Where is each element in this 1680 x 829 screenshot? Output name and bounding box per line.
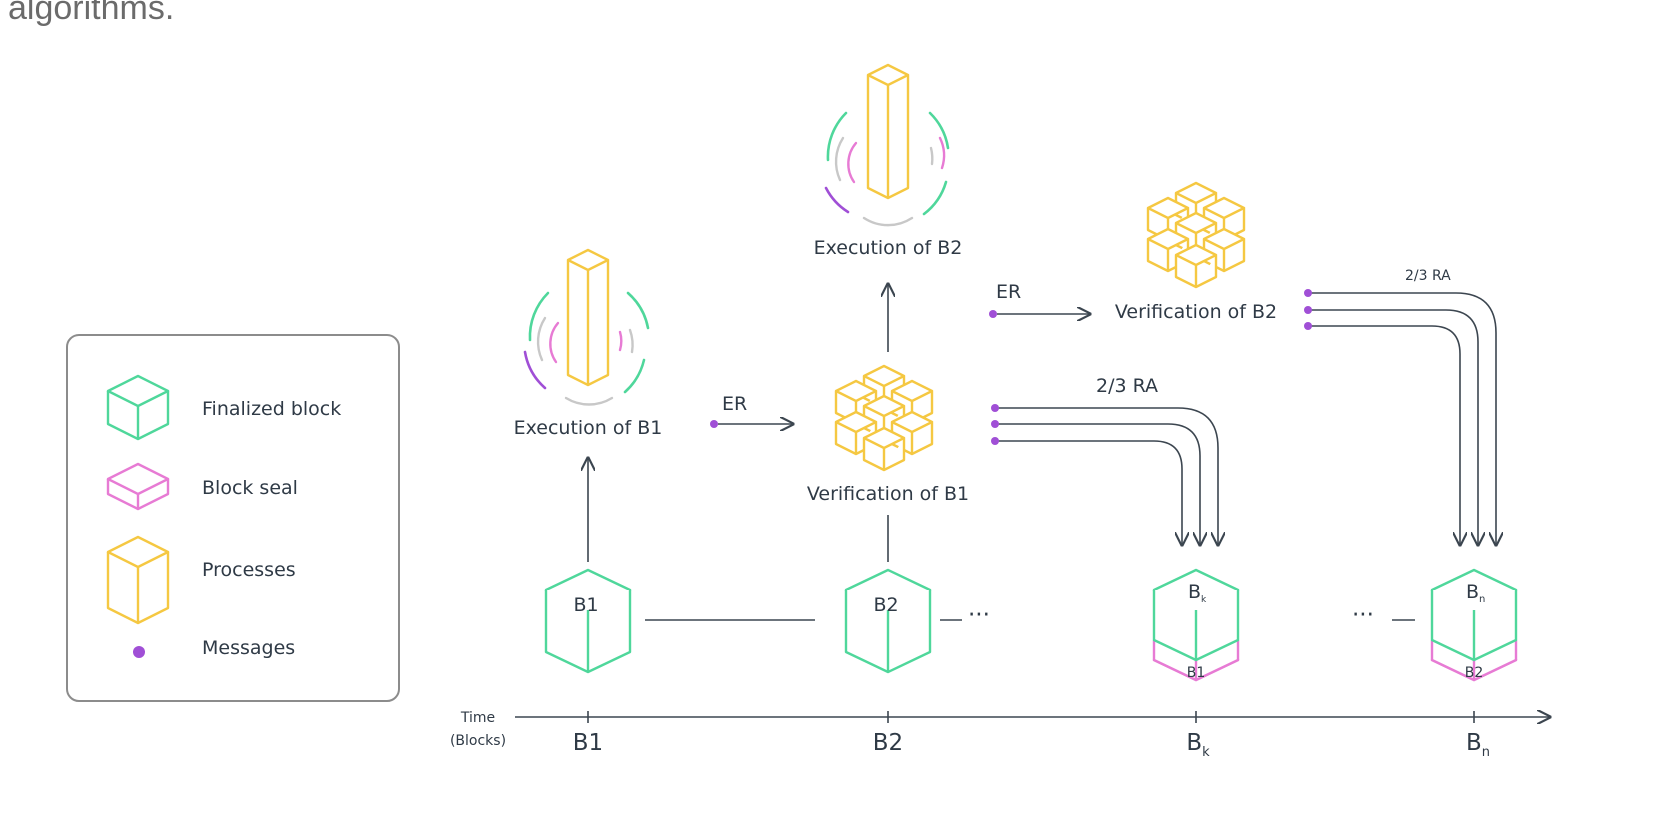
execution-b2-process xyxy=(824,63,950,227)
ra2-label: 2/3 RA xyxy=(1405,268,1451,284)
timeline-label-blocks: (Blocks) xyxy=(450,733,506,749)
block-bk xyxy=(1152,568,1240,682)
legend: Finalized block Block seal Processes Mes… xyxy=(66,334,400,702)
seal-bk-label: B1 xyxy=(1187,665,1206,681)
er2-label: ER xyxy=(996,281,1021,303)
ra1-label: 2/3 RA xyxy=(1096,375,1158,397)
process-icon xyxy=(106,535,170,625)
ra1-message-dot xyxy=(991,420,999,428)
er2-message-dot xyxy=(989,310,997,318)
message-dot-icon xyxy=(133,646,145,658)
ra2-message-dot xyxy=(1304,322,1312,330)
block-b2 xyxy=(844,568,932,674)
finalized-block-icon xyxy=(106,374,170,441)
block-b2-label: B2 xyxy=(873,594,898,616)
seal-bn-label: B2 xyxy=(1465,665,1484,681)
ra1-arrows xyxy=(997,407,1218,545)
block-bn-label: Bn xyxy=(1466,581,1485,605)
legend-label-messages: Messages xyxy=(202,637,295,659)
execution-b1-label: Execution of B1 xyxy=(514,417,663,439)
er1-message-dot xyxy=(710,420,718,428)
verification-b1-label: Verification of B1 xyxy=(807,483,969,505)
verification-b1-cluster xyxy=(834,364,934,472)
legend-label-finalized-block: Finalized block xyxy=(202,398,341,420)
ra1-message-dot xyxy=(991,437,999,445)
header-text: algorithms. xyxy=(8,0,175,27)
timeline-tick-label-bk: Bk xyxy=(1186,730,1210,760)
ra2-message-dot xyxy=(1304,289,1312,297)
ra2-arrows xyxy=(1310,292,1496,545)
execution-b2-label: Execution of B2 xyxy=(814,237,963,259)
legend-label-processes: Processes xyxy=(202,559,296,581)
block-b1 xyxy=(544,568,632,674)
block-seal-icon xyxy=(106,462,170,511)
ra1-message-dot xyxy=(991,404,999,412)
execution-b1-process xyxy=(523,248,650,406)
ra2-message-dot xyxy=(1304,306,1312,314)
timeline-tick-label-b1: B1 xyxy=(573,730,603,756)
block-bn xyxy=(1430,568,1518,682)
block-bk-label: Bk xyxy=(1188,581,1207,605)
ellipsis-1: ··· xyxy=(968,602,990,628)
ellipsis-2: ··· xyxy=(1352,602,1374,628)
timeline-tick-label-bn: Bn xyxy=(1466,730,1490,760)
timeline-label-time: Time xyxy=(460,710,495,726)
legend-label-block-seal: Block seal xyxy=(202,477,298,499)
legend-box xyxy=(66,334,400,702)
block-b1-label: B1 xyxy=(573,594,598,616)
er1-label: ER xyxy=(722,393,747,415)
verification-b2-cluster xyxy=(1146,181,1246,289)
verification-b2-label: Verification of B2 xyxy=(1115,301,1277,323)
timeline-tick-label-b2: B2 xyxy=(873,730,903,756)
